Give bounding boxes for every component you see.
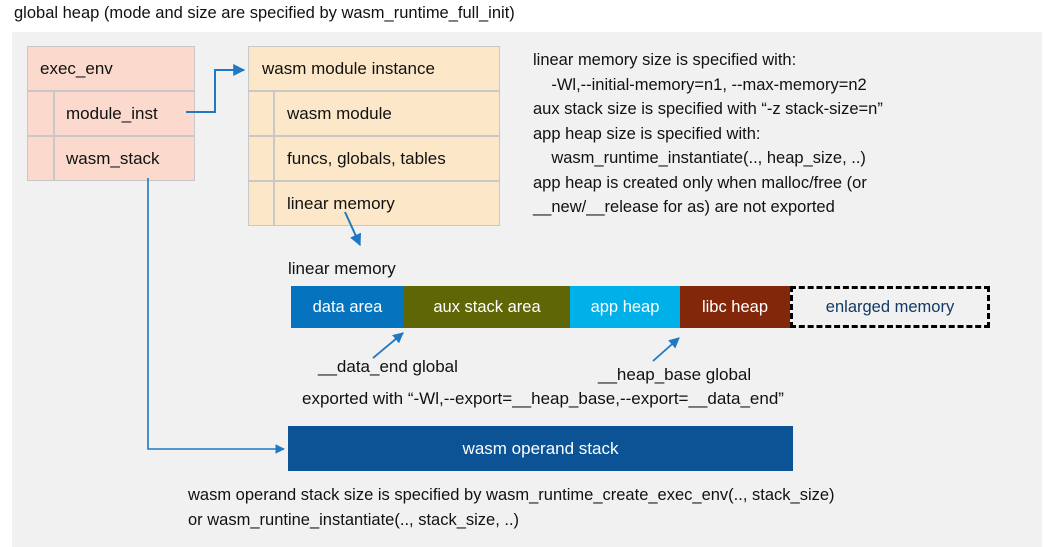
wasm-operand-stack-box: wasm operand stack xyxy=(288,426,793,471)
linear-memory-notes: linear memory size is specified with: -W… xyxy=(533,51,883,216)
wmi-funcs-globals-tables-label: funcs, globals, tables xyxy=(274,136,500,181)
exec-env-field-wasm-stack: wasm_stack xyxy=(27,136,195,181)
memory-segment-data-area: data area xyxy=(291,286,404,328)
exported-annotation: exported with “-Wl,--export=__heap_base,… xyxy=(302,389,784,408)
heap-base-annotation: __heap_base global xyxy=(598,365,752,384)
exec-env-module-inst-label: module_inst xyxy=(54,91,195,136)
wmi-field-linear-memory: linear memory xyxy=(248,181,500,226)
wmi-linear-memory-label: linear memory xyxy=(274,181,500,226)
exec-env-gutter xyxy=(27,136,54,181)
linear-memory-caption: linear memory xyxy=(288,259,396,278)
exec-env-header: exec_env xyxy=(27,46,195,91)
wasm-module-instance-box: wasm module instance wasm module funcs, … xyxy=(248,46,500,226)
wasm-module-instance-header: wasm module instance xyxy=(248,46,500,91)
exec-env-wasm-stack-label: wasm_stack xyxy=(54,136,195,181)
operand-stack-notes: wasm operand stack size is specified by … xyxy=(188,486,835,529)
wmi-wasm-module-label: wasm module xyxy=(274,91,500,136)
memory-segment-app-heap: app heap xyxy=(570,286,680,328)
memory-segment-enlarged-memory: enlarged memory xyxy=(790,286,990,328)
exec-env-gutter xyxy=(27,91,54,136)
memory-segment-libc-heap: libc heap xyxy=(680,286,790,328)
wmi-gutter xyxy=(248,136,274,181)
data-end-annotation: __data_end global xyxy=(318,357,458,376)
exec-env-field-module-inst: module_inst xyxy=(27,91,195,136)
exec-env-box: exec_env module_inst wasm_stack xyxy=(27,46,195,181)
wmi-field-funcs-globals-tables: funcs, globals, tables xyxy=(248,136,500,181)
memory-segment-aux-stack-area: aux stack area xyxy=(404,286,570,328)
wmi-gutter xyxy=(248,91,274,136)
page-title: global heap (mode and size are specified… xyxy=(14,4,515,22)
wmi-field-wasm-module: wasm module xyxy=(248,91,500,136)
wmi-gutter xyxy=(248,181,274,226)
